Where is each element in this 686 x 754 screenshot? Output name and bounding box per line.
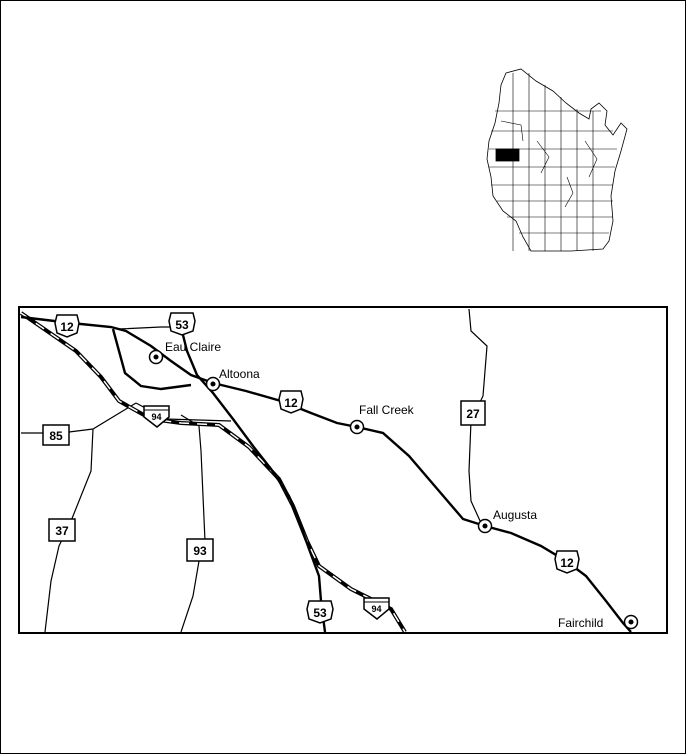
- state-shield-85: 85: [42, 424, 70, 446]
- interstate-94: [20, 311, 407, 632]
- svg-text:93: 93: [193, 544, 207, 558]
- city-label-augusta: Augusta: [493, 508, 537, 522]
- svg-text:12: 12: [560, 556, 574, 570]
- us-shield-53-a: 53: [168, 312, 196, 336]
- interstate-shield-94-b: 94: [363, 597, 390, 620]
- city-label-fairchild: Fairchild: [558, 616, 603, 630]
- city-label-fall-creek: Fall Creek: [359, 403, 415, 417]
- interstate-shield-94-a: 94: [143, 405, 170, 428]
- interstate-shields: 94 94: [143, 405, 390, 620]
- us-shield-12-b: 12: [278, 390, 304, 414]
- map-frame: [18, 306, 668, 634]
- svg-text:85: 85: [49, 429, 63, 443]
- wisconsin-outline: [486, 68, 628, 252]
- state-shield-37: 37: [48, 518, 76, 542]
- city-label-altoona: Altoona: [219, 367, 260, 381]
- road-us12-spur: [111, 328, 192, 391]
- us-shield-53-b: 53: [306, 600, 334, 624]
- svg-text:53: 53: [175, 318, 189, 332]
- city-marker-fairchild: [623, 614, 639, 630]
- highlighted-county-eau-claire: [495, 148, 520, 162]
- svg-text:53: 53: [313, 606, 327, 620]
- svg-text:94: 94: [151, 412, 161, 422]
- state-shield-27: 27: [460, 400, 486, 426]
- us-shield-12-c: 12: [554, 550, 580, 574]
- us-shields: 12 53 12 12 53: [54, 312, 580, 624]
- city-marker-fall-creek: [349, 419, 365, 435]
- locator-map: [486, 68, 628, 252]
- svg-text:27: 27: [466, 407, 480, 421]
- city-marker-eau-claire: [148, 349, 164, 365]
- state-shield-93: 93: [186, 538, 214, 562]
- svg-text:12: 12: [284, 396, 298, 410]
- county-lines: [489, 73, 617, 251]
- city-labels: Eau Claire Altoona Fall Creek Augusta Fa…: [165, 340, 603, 630]
- state-shields: 85 37 93 27: [42, 400, 486, 562]
- svg-text:37: 37: [55, 524, 69, 538]
- svg-text:12: 12: [60, 320, 74, 334]
- us-shield-12-a: 12: [54, 314, 80, 338]
- city-label-eau-claire: Eau Claire: [165, 340, 221, 354]
- city-marker-augusta: [477, 518, 493, 534]
- city-markers: [148, 349, 639, 630]
- road-us53: [179, 326, 327, 632]
- svg-text:94: 94: [371, 604, 381, 614]
- city-marker-altoona: [205, 376, 221, 392]
